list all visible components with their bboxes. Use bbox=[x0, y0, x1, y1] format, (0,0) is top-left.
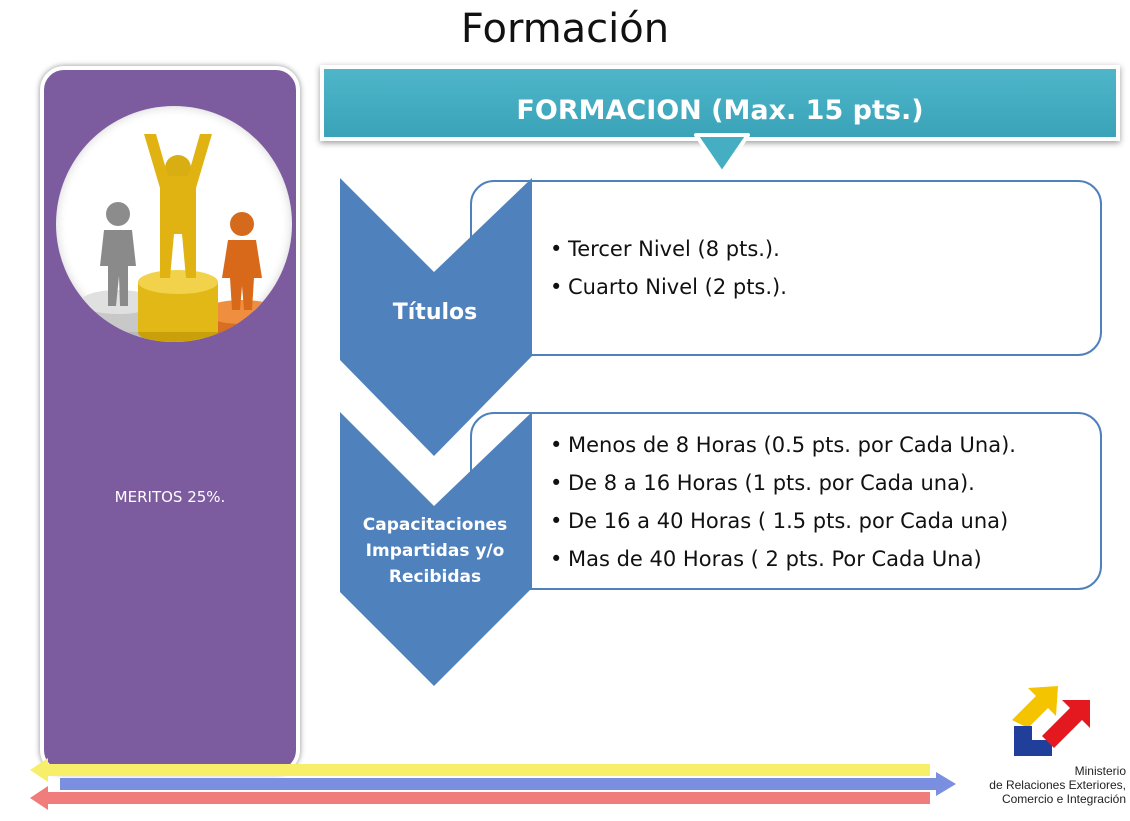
podium-winners-icon bbox=[56, 106, 292, 342]
capacitaciones-chevron bbox=[340, 412, 532, 686]
ministerio-logo-icon bbox=[1012, 686, 1090, 756]
list-item: •Menos de 8 Horas (0.5 pts. por Cada Una… bbox=[550, 433, 1016, 457]
blue-arrow-icon bbox=[60, 772, 956, 796]
banner-title: FORMACION (Max. 15 pts.) bbox=[516, 95, 924, 126]
meritos-label: MERITOS 25%. bbox=[114, 488, 226, 506]
capacitaciones-label: Capacitaciones Impartidas y/o Recibidas bbox=[362, 515, 508, 587]
meritos-panel: MERITOS 25%. bbox=[40, 66, 300, 774]
titulos-chevron bbox=[340, 178, 532, 456]
red-arrow-icon bbox=[30, 786, 930, 810]
list-item: •Mas de 40 Horas ( 2 pts. Por Cada Una) bbox=[550, 547, 982, 571]
formacion-banner: FORMACION (Max. 15 pts.) bbox=[320, 65, 1120, 141]
list-item: •Tercer Nivel (8 pts.). bbox=[550, 237, 780, 261]
titulos-label: Títulos bbox=[392, 300, 478, 325]
ministerio-text: Ministerio de Relaciones Exteriores, Com… bbox=[989, 764, 1126, 806]
banner-down-arrow-icon bbox=[694, 133, 750, 175]
capacitaciones-box: •Menos de 8 Horas (0.5 pts. por Cada Una… bbox=[470, 412, 1102, 590]
list-item: •De 8 a 16 Horas (1 pts. por Cada una). bbox=[550, 471, 975, 495]
page-title: Formación bbox=[460, 6, 670, 52]
list-item: •Cuarto Nivel (2 pts.). bbox=[550, 275, 787, 299]
list-item: •De 16 a 40 Horas ( 1.5 pts. por Cada un… bbox=[550, 509, 1009, 533]
titulos-box: •Tercer Nivel (8 pts.). •Cuarto Nivel (2… bbox=[470, 180, 1102, 356]
